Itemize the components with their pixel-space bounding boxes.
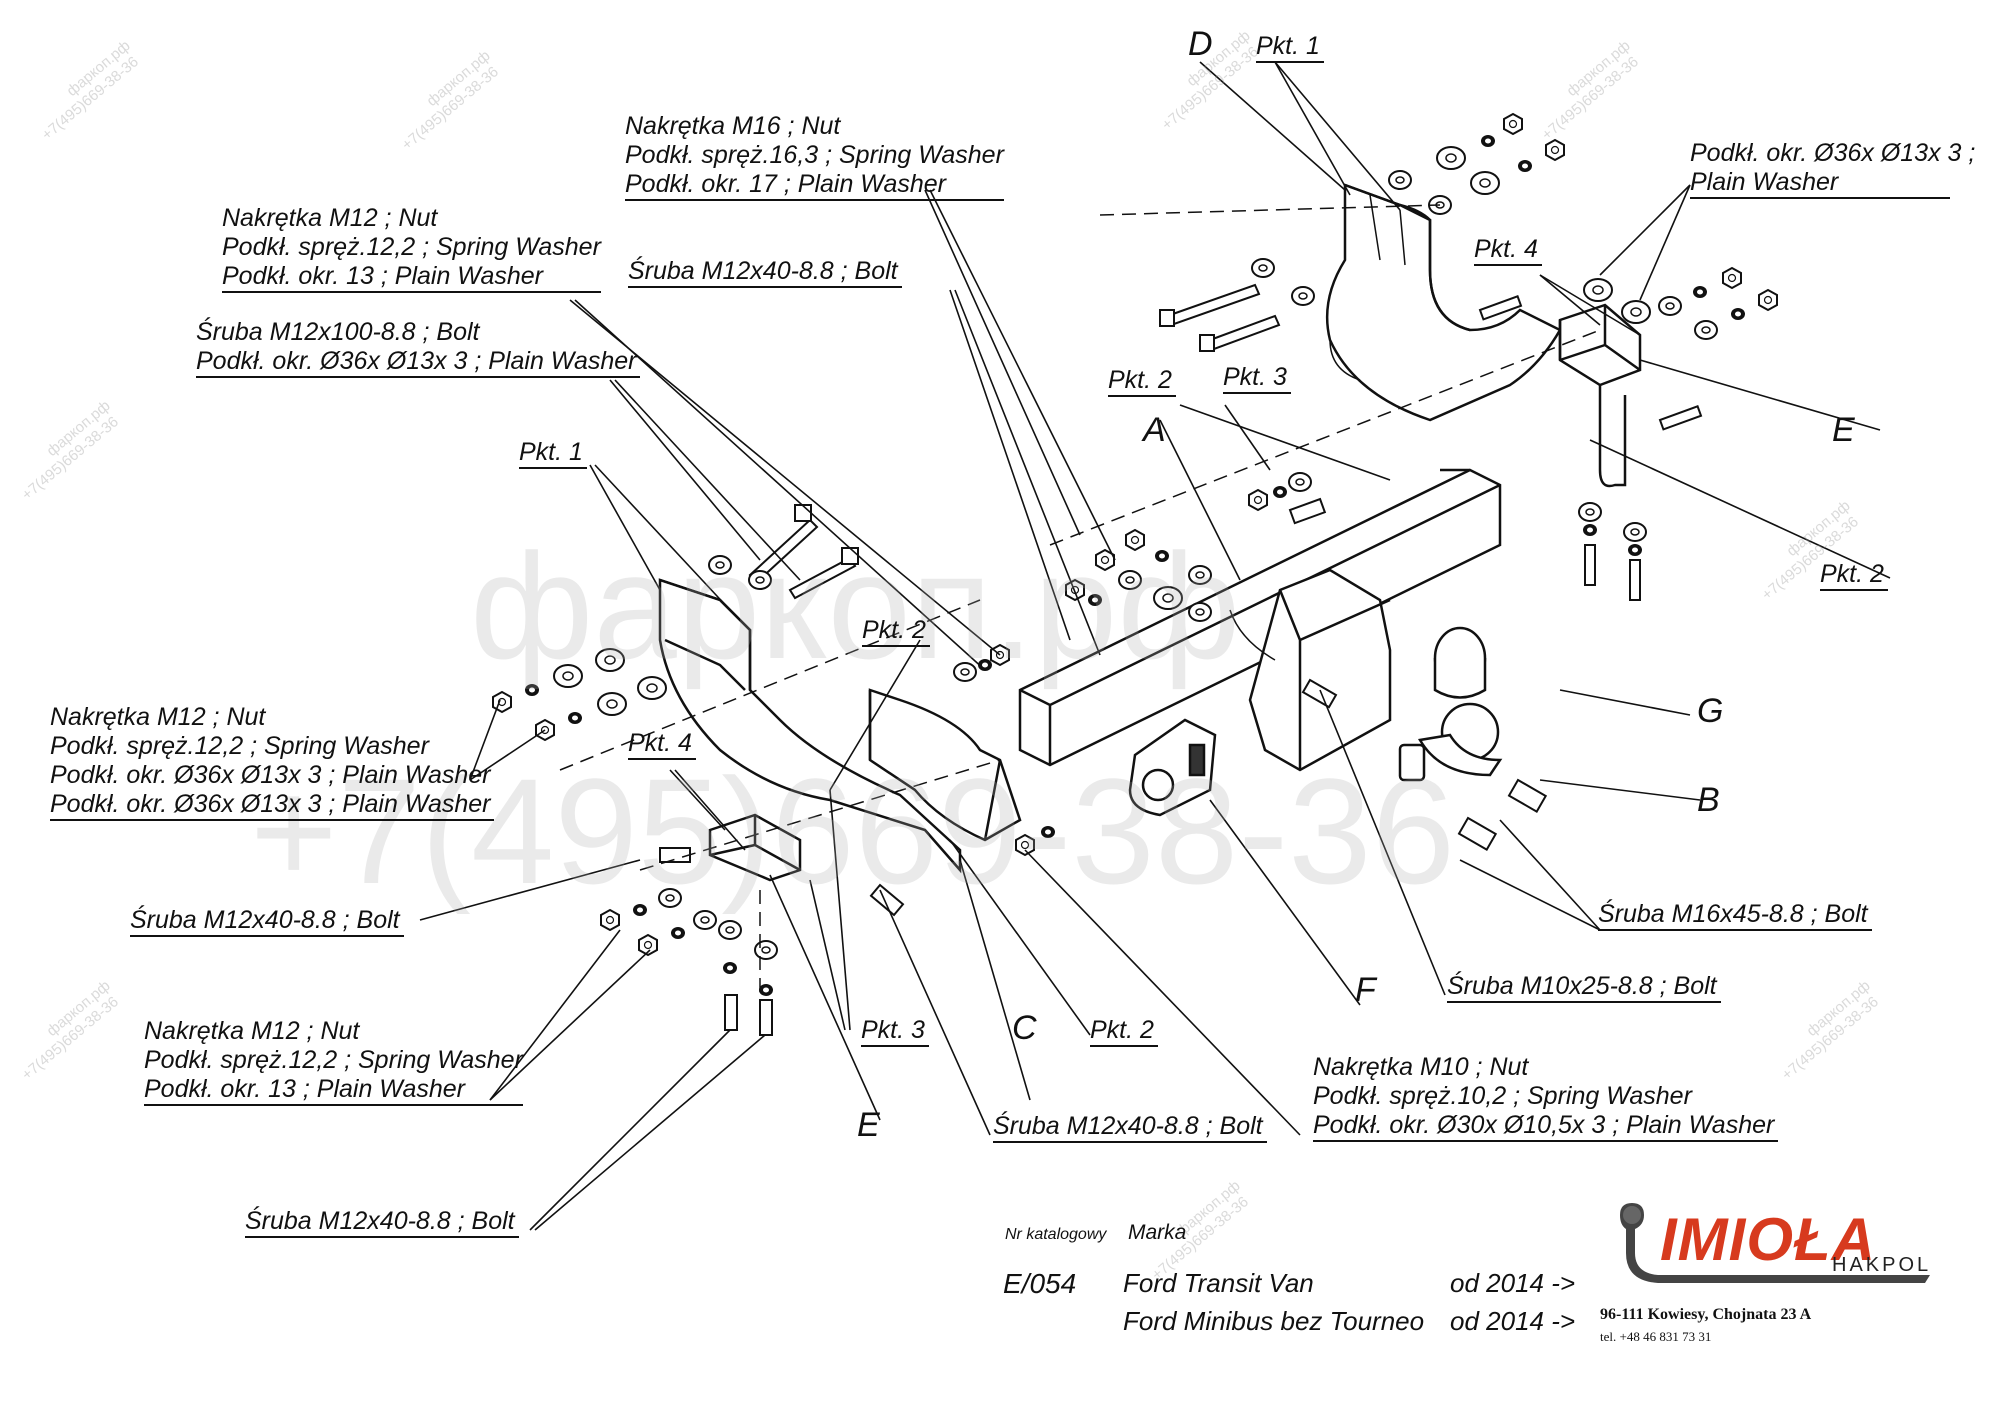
imiola-logo-icon [1620,1203,1930,1283]
part-letter-g: G [1697,692,1724,730]
leader-lines [419,61,1891,1231]
label-pkt4-right: Pkt. 4 [1474,235,1542,266]
company-logo-sub: HAKPOL [1832,1254,1932,1276]
model-years-1: od 2014 -> [1450,1268,1576,1298]
label-pkt1-left: Pkt. 1 [519,438,587,469]
bracket-d [1325,183,1562,422]
company-phone: tel. +48 46 831 73 31 [1600,1329,1712,1344]
bracket-left [658,578,962,874]
label-pkt4-left: Pkt. 4 [628,729,696,760]
company-logo-text: IMIOŁA [1660,1206,1876,1273]
label-bolt-m12x40-bottom2: Śruba M12x40-8.8 ; Bolt [245,1207,519,1238]
label-pkt3-lower: Pkt. 3 [861,1016,929,1047]
label-bolt-m12x40-left: Śruba M12x40-8.8 ; Bolt [130,906,404,937]
part-letter-b: B [1697,781,1720,819]
assembly-axes [559,204,1601,1000]
part-letter-e-left: E [857,1106,880,1144]
label-pkt2-upper: Pkt. 2 [1108,366,1176,397]
brand-label: Marka [1128,1221,1187,1244]
label-bolt-m16x45: Śruba M16x45-8.8 ; Bolt [1598,900,1872,931]
part-letter-c: C [1012,1009,1037,1047]
label-pkt3-upper: Pkt. 3 [1223,363,1291,394]
socket-plate-f [1128,718,1217,817]
company-address: 96-111 Kowiesy, Chojnata 23 A [1600,1306,1812,1323]
label-bolt-m12x40-bottom: Śruba M12x40-8.8 ; Bolt [993,1112,1267,1143]
label-pkt1-top: Pkt. 1 [1256,32,1324,63]
label-bolt-m12x40-top: Śruba M12x40-8.8 ; Bolt [628,257,902,288]
part-letter-f: F [1355,971,1376,1009]
label-pkt2-mid: Pkt. 2 [862,616,930,647]
model-name-2: Ford Minibus bez Tourneo [1123,1306,1425,1336]
bracket-e-right [1558,303,1642,488]
catalog-number: E/054 [1003,1268,1077,1299]
bracket-c [868,688,1022,842]
label-pkt2-right: Pkt. 2 [1820,560,1888,591]
model-years-2: od 2014 -> [1450,1306,1576,1336]
label-bolt-m10x25: Śruba M10x25-8.8 ; Bolt [1447,972,1721,1003]
part-letter-d: D [1188,25,1213,63]
bracket-a [1229,568,1392,772]
bracket-e-left [708,813,802,882]
label-pkt2-lower: Pkt. 2 [1090,1016,1158,1047]
part-letter-a: A [1143,411,1166,449]
model-name-1: Ford Transit Van [1123,1268,1314,1298]
part-letter-e-right: E [1832,411,1855,449]
label-washer-36-top: Podkł. okr. Ø36x Ø13x 3 ;Plain Washer [1690,139,1975,199]
catalog-number-label: Nr katalogowy [1005,1226,1107,1243]
tow-ball [1398,626,1503,782]
bolts [659,283,1703,1036]
cross-beam [1018,468,1502,767]
